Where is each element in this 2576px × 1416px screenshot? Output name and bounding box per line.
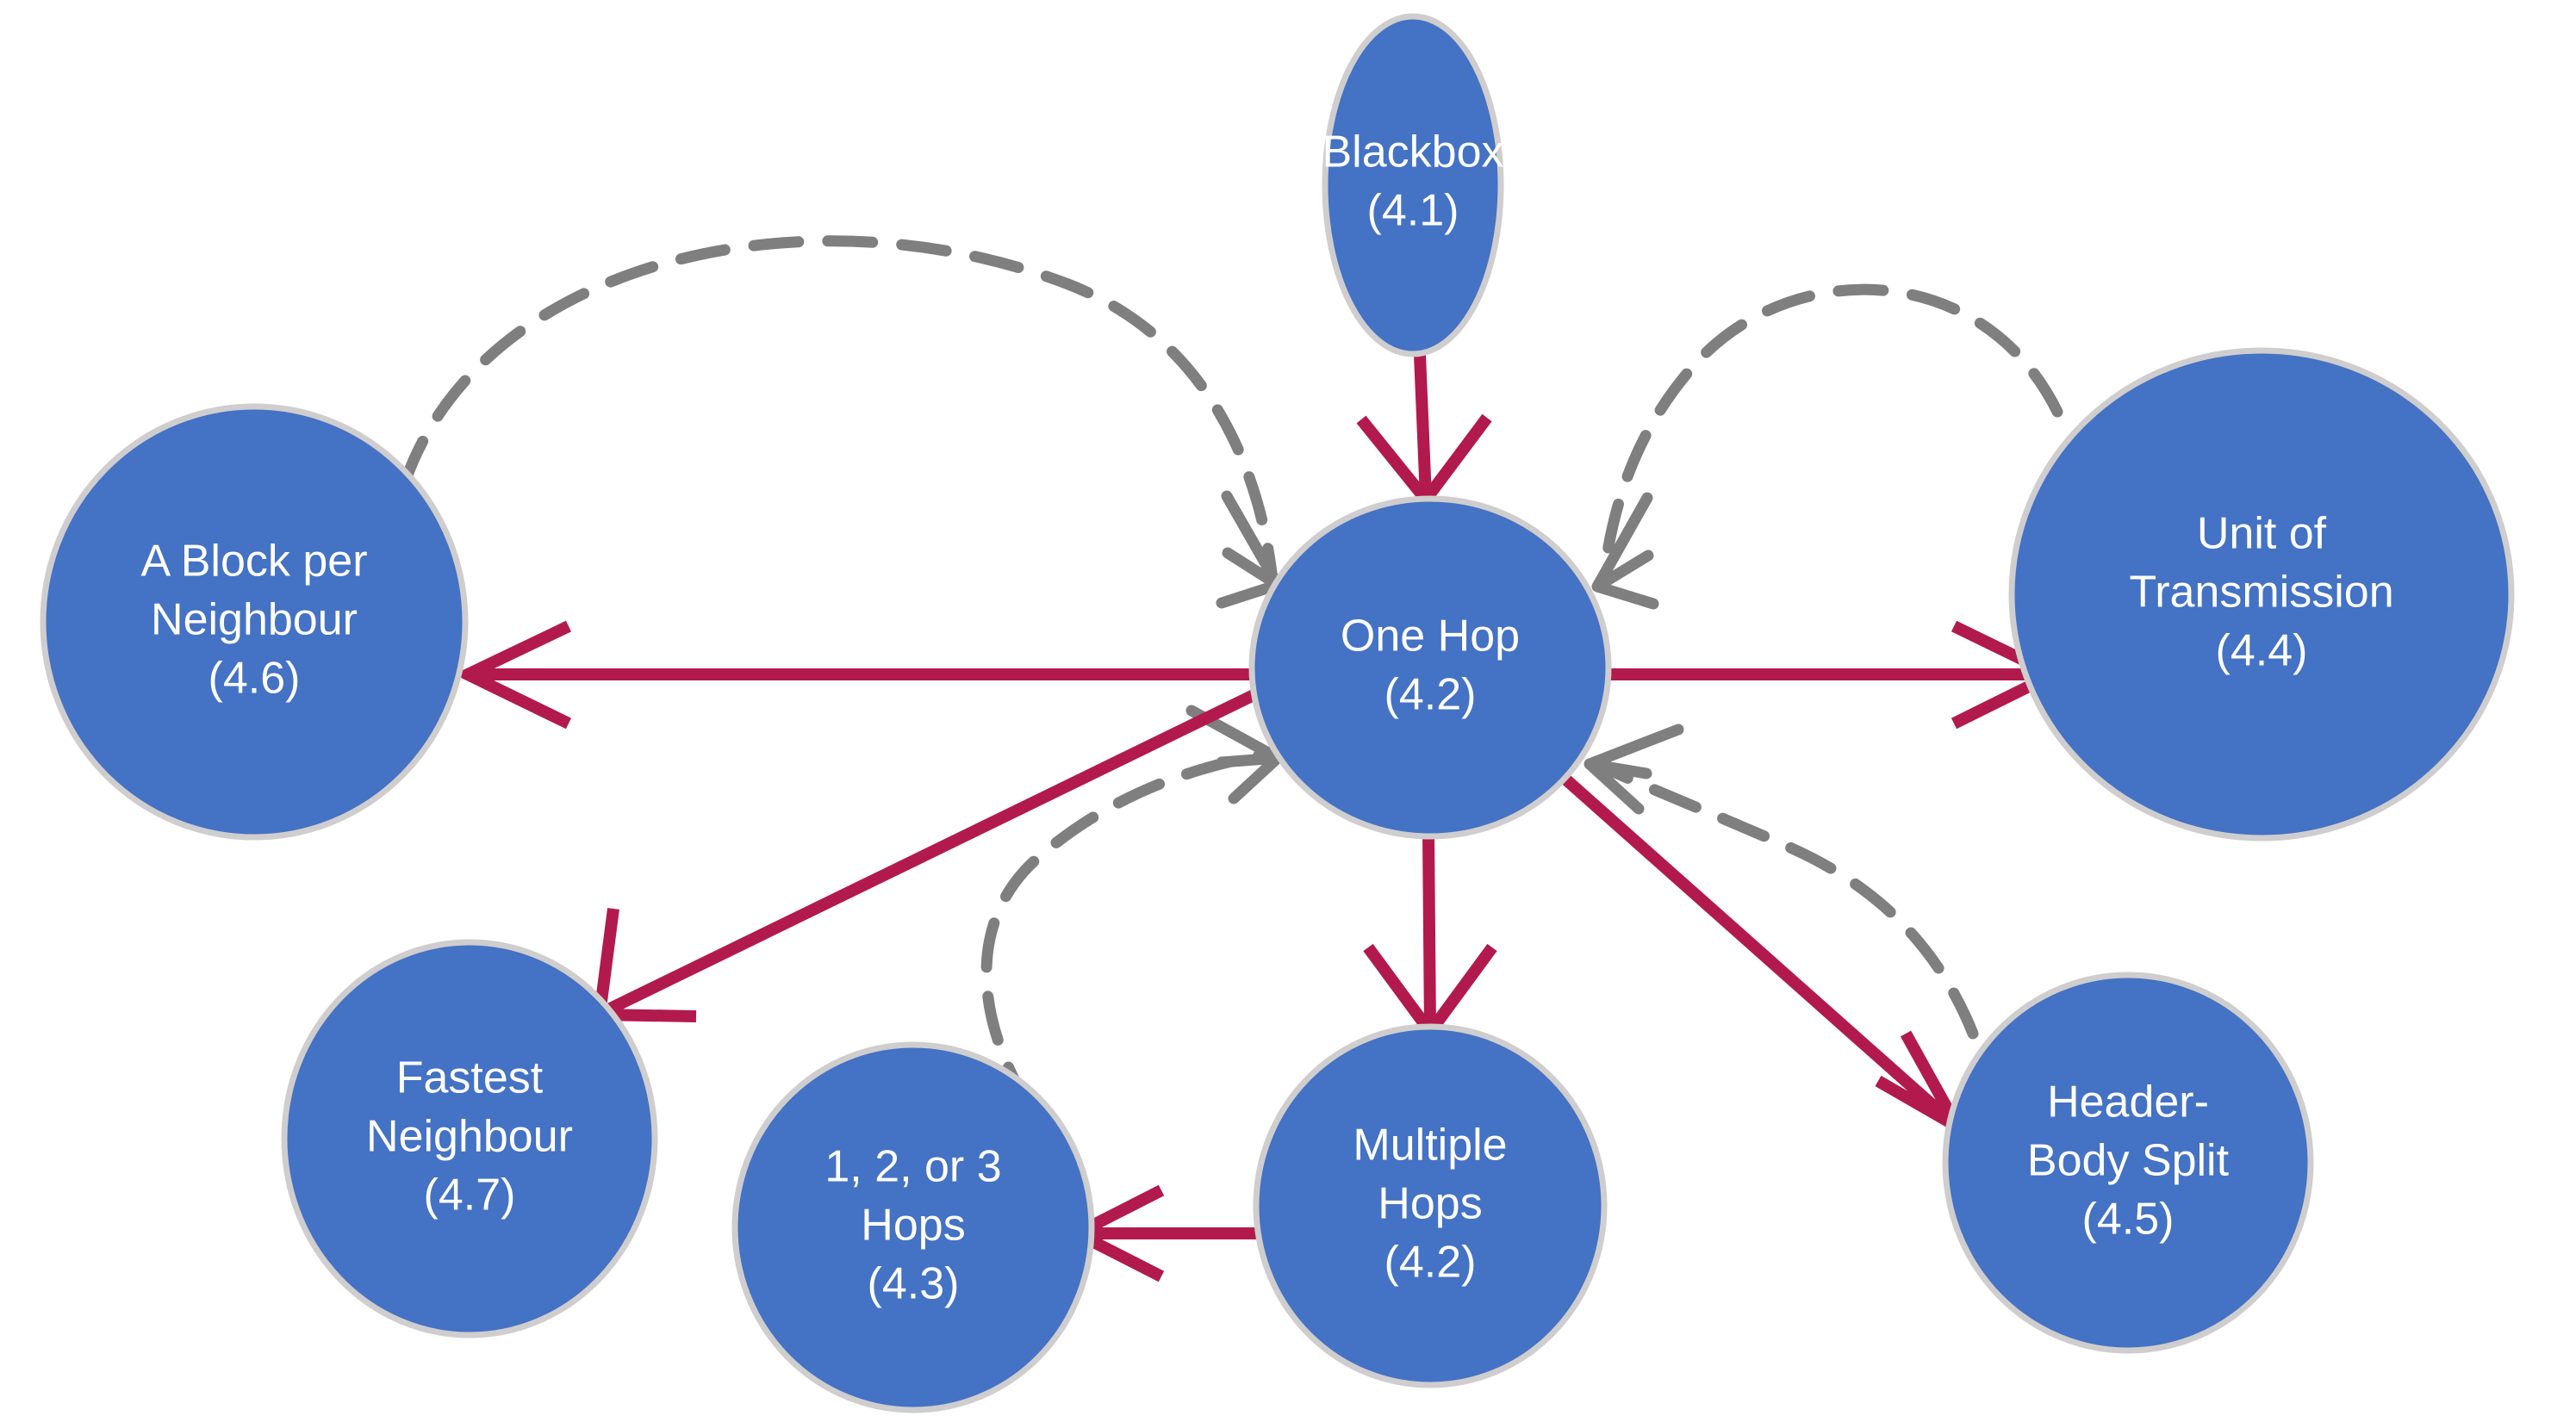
node-multiple-hops[interactable]: Multiple Hops (4.2) [1253,1023,1608,1388]
node-fastest-neighbour[interactable]: Fastest Neighbour (4.7) [281,939,658,1338]
node-shape [1253,1023,1608,1388]
node-header-body-split[interactable]: Header- Body Split (4.5) [1942,972,2314,1354]
solid-edge-blackbox-to-onehop[interactable] [1356,354,1492,510]
node-shape [281,939,658,1338]
solid-arrowhead [453,620,572,730]
solid-edge-line [1422,833,1436,1031]
node-group: Blackbox (4.1) One Hop (4.2) A Block per… [40,13,2515,1413]
dashed-edge-path [1595,760,1979,1040]
solid-edge-multiple-to-hops123[interactable] [1063,1184,1256,1282]
solid-edge-onehop-to-fastest[interactable] [593,674,1287,1022]
dashed-edge-group [399,235,2063,1113]
dashed-arrowhead [1584,724,1684,815]
node-shape [1248,495,1612,840]
dashed-edge-path [399,235,1278,579]
node-shape [731,1041,1095,1413]
dashed-edge-unit-to-onehop[interactable] [1591,283,2063,610]
solid-edge-onehop-to-unit[interactable] [1609,620,2067,730]
solid-edge-onehop-to-ablock[interactable] [453,620,1251,730]
node-shape [1942,972,2314,1354]
dashed-edge-path [980,748,1271,1113]
node-one-two-or-three-hops[interactable]: 1, 2, or 3 Hops (4.3) [731,1041,1095,1413]
solid-edge-onehop-to-headerbody[interactable] [1557,770,1974,1143]
dashed-edge-hops123-to-onehop[interactable] [980,705,1284,1113]
dashed-edge-path [1598,283,2063,581]
node-blackbox[interactable]: Blackbox (4.1) [1322,13,1504,357]
dashed-arrowhead [1591,492,1659,610]
solid-edge-onehop-to-multiple[interactable] [1363,833,1497,1042]
solid-arrowhead [1875,1030,1974,1143]
solid-edge-line [1557,770,1958,1129]
node-shape [2008,347,2515,842]
node-one-hop[interactable]: One Hop (4.2) [1248,495,1612,840]
node-unit-of-transmission[interactable]: Unit of Transmission (4.4) [2008,347,2515,842]
solid-edge-group [453,354,2067,1282]
solid-edge-line [600,674,1287,1018]
solid-edge-line [1414,354,1432,499]
node-shape [1322,13,1504,357]
node-shape [40,403,469,841]
dashed-edge-ablock-to-onehop[interactable] [399,235,1284,609]
dashed-edge-headerbody-to-onehop[interactable] [1584,724,1979,1040]
node-a-block-per-neighbour[interactable]: A Block per Neighbour (4.6) [40,403,469,841]
